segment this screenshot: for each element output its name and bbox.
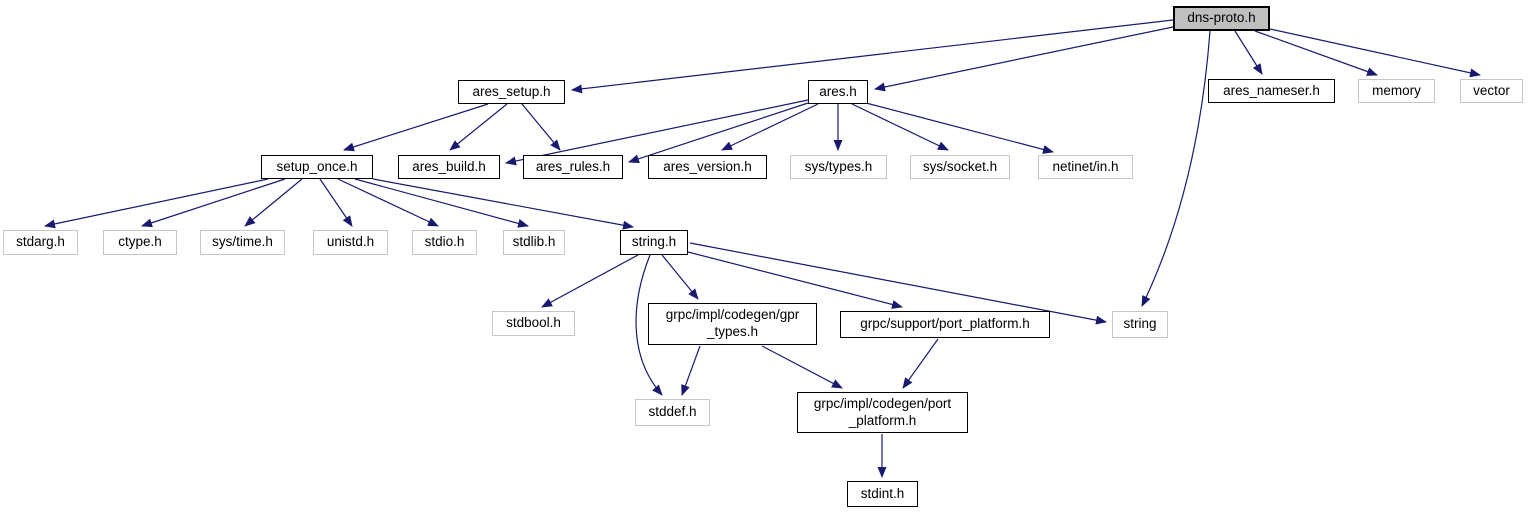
edge-ares-h-to-sys-socket-h bbox=[851, 103, 949, 151]
edge-string-h-to-support-port-platform-h bbox=[687, 251, 903, 309]
node-impl-port-platform-h[interactable]: grpc/impl/codegen/port _platform.h bbox=[797, 392, 968, 433]
edge-ares-h-to-ares-build-h bbox=[505, 99, 809, 166]
node-netinet-in-h: netinet/in.h bbox=[1038, 155, 1133, 179]
node-ares-setup-h[interactable]: ares_setup.h bbox=[458, 80, 565, 104]
edge-ares-setup-h-to-ares-rules-h bbox=[521, 103, 561, 151]
edge-setup-once-h-to-string-h bbox=[372, 178, 634, 230]
node-dns-proto-h: dns-proto.h bbox=[1173, 6, 1270, 31]
node-ctype-h: ctype.h bbox=[103, 230, 177, 255]
node-stdlib-h: stdlib.h bbox=[503, 230, 565, 255]
edge-string-h-to-stddef-h bbox=[635, 254, 663, 396]
edge-setup-once-h-to-stdlib-h bbox=[354, 178, 529, 228]
edge-ares-setup-h-to-ares-build-h bbox=[449, 103, 508, 151]
edge-dns-proto-h-to-ares-h bbox=[874, 26, 1174, 92]
node-ares-version-h[interactable]: ares_version.h bbox=[648, 155, 767, 179]
node-support-port-platform-h[interactable]: grpc/support/port_platform.h bbox=[840, 311, 1050, 338]
edge-dns-proto-h-to-ares-nameser-h bbox=[1234, 30, 1263, 75]
node-ares-h[interactable]: ares.h bbox=[808, 80, 868, 104]
edge-ares-setup-h-to-setup-once-h bbox=[343, 103, 489, 152]
edge-setup-once-h-to-ctype-h bbox=[141, 178, 286, 228]
edge-setup-once-h-to-stdarg-h bbox=[44, 178, 269, 229]
edge-gpr-types-h-to-stddef-h bbox=[681, 345, 701, 396]
edge-setup-once-h-to-stdio-h bbox=[337, 178, 439, 227]
edge-setup-once-h-to-unistd-h bbox=[319, 178, 353, 227]
node-stdint-h[interactable]: stdint.h bbox=[847, 481, 918, 507]
edge-dns-proto-h-to-vector bbox=[1269, 28, 1481, 78]
edge-setup-once-h-to-sys-time-h bbox=[244, 178, 303, 227]
node-stddef-h: stddef.h bbox=[635, 399, 710, 426]
edge-ares-h-to-ares-rules-h bbox=[628, 102, 809, 164]
node-setup-once-h[interactable]: setup_once.h bbox=[261, 155, 373, 179]
node-memory: memory bbox=[1358, 79, 1435, 103]
node-sys-time-h: sys/time.h bbox=[200, 230, 285, 255]
node-stdio-h: stdio.h bbox=[412, 230, 477, 255]
node-sys-socket-h: sys/socket.h bbox=[910, 155, 1010, 179]
edge-string-h-to-string bbox=[689, 242, 1107, 325]
edge-string-h-to-gpr-types-h bbox=[661, 254, 699, 300]
edge-support-port-platform-h-to-impl-port-platform-h bbox=[902, 338, 939, 389]
edge-ares-h-to-netinet-in-h bbox=[865, 102, 1054, 154]
edge-dns-proto-h-to-string bbox=[1141, 30, 1211, 307]
node-ares-build-h[interactable]: ares_build.h bbox=[398, 155, 500, 179]
node-string-h[interactable]: string.h bbox=[620, 230, 688, 255]
edge-gpr-types-h-to-impl-port-platform-h bbox=[761, 345, 843, 389]
node-gpr-types-h[interactable]: grpc/impl/codegen/gpr _types.h bbox=[648, 303, 817, 345]
node-string: string bbox=[1112, 311, 1168, 338]
edge-dns-proto-h-to-ares-setup-h bbox=[571, 19, 1174, 94]
node-ares-nameser-h[interactable]: ares_nameser.h bbox=[1208, 79, 1335, 103]
node-stdarg-h: stdarg.h bbox=[3, 230, 78, 255]
node-stdbool-h: stdbool.h bbox=[492, 311, 575, 336]
edge-string-h-to-stdbool-h bbox=[541, 254, 639, 308]
edge-dns-proto-h-to-memory bbox=[1254, 30, 1378, 76]
node-sys-types-h: sys/types.h bbox=[790, 155, 887, 179]
edge-ares-h-to-ares-version-h bbox=[721, 103, 819, 151]
node-ares-rules-h[interactable]: ares_rules.h bbox=[523, 155, 623, 179]
node-vector: vector bbox=[1460, 79, 1523, 103]
node-unistd-h: unistd.h bbox=[313, 230, 388, 255]
